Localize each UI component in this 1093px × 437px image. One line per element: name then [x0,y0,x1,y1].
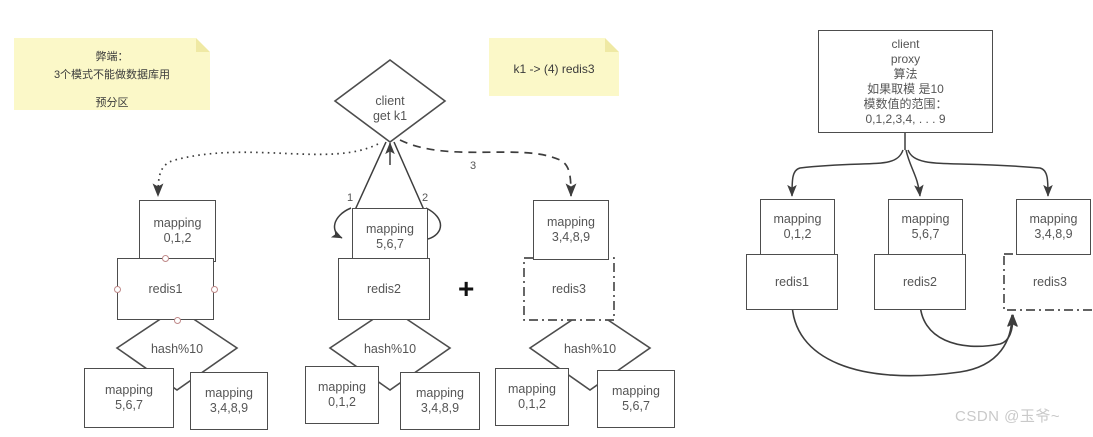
mapping-box-left-redis1[interactable]: mapping 5,6,7 [84,368,174,428]
redis1-to-redis3 [791,300,1018,377]
mapping-line2: 5,6,7 [115,398,143,412]
hook-left-mapping2 [330,207,352,239]
redis3-label: redis3 [551,281,587,296]
connection-handle-right[interactable] [211,286,218,293]
mapping-line2: 0,1,2 [163,231,192,245]
mapping-line1: mapping [366,222,414,236]
mapping-line1: mapping [153,216,202,230]
edge-label-1: 1 [347,192,354,204]
client-get-k1-node[interactable]: client get k1 [335,60,445,142]
mapping-box-left-redis3[interactable]: mapping 0,1,2 [495,368,569,426]
mapping-line2: 3,4,8,9 [551,230,591,244]
right-redis2-box[interactable]: redis2 [874,254,966,310]
hash-label: hash%10 [563,341,617,356]
hook-right-mapping2 [425,207,442,240]
proxy-line1: client [891,36,920,51]
mapping-line2: 3,4,8,9 [209,401,249,415]
proxy-line2: proxy [890,51,921,66]
mapping-box-right-redis1[interactable]: mapping 3,4,8,9 [190,372,268,430]
edge-solid-1 [354,141,387,211]
mapping-line1: mapping [508,382,556,396]
mapping-line1: mapping [901,212,950,226]
proxy-line5: 模数值的范围： [863,96,948,111]
mapping-line2: 5,6,7 [911,227,940,241]
mapping-line1: mapping [547,215,595,229]
sticky-note-drawback[interactable]: 弊端： 3个模式不能做数据库用 预分区 [14,38,210,110]
proxy-line3: 算法 [893,66,918,81]
note-drawback-line2: 3个模式不能做数据库用 [53,69,171,81]
mapping-line2: 5,6,7 [622,399,650,413]
connection-handle-left[interactable] [114,286,121,293]
edge-label-2: 2 [422,192,429,204]
mapping-box-top-redis2[interactable]: mapping 5,6,7 [352,208,428,266]
proxy-to-node1 [787,149,904,197]
note-spacer [14,84,210,94]
mapping-box-left-redis2[interactable]: mapping 0,1,2 [305,366,379,424]
mapping-box-right-redis2[interactable]: mapping 3,4,8,9 [400,372,480,430]
mapping-line1: mapping [1029,212,1078,226]
mapping-line1: mapping [416,386,464,400]
hash-node-redis2[interactable]: hash%10 [330,308,450,390]
edge-label-3: 3 [470,160,477,172]
csdn-watermark: CSDN @玉爷~ [955,408,1061,425]
note-drawback-line3: 预分区 [95,97,129,109]
hash-label: hash%10 [150,341,204,356]
client-node-line1: client [375,93,405,108]
note-drawback-line1: 弊端： [95,51,129,63]
plus-sign: + [458,273,475,304]
note-key-line1: k1 -> (4) redis3 [513,62,595,76]
proxy-to-node2 [905,149,924,197]
note-fold-icon [196,38,210,52]
redis2-box[interactable]: redis2 [338,258,430,320]
mapping-line2: 3,4,8,9 [1034,227,1073,241]
redis2-label: redis2 [366,281,402,296]
mapping-line1: mapping [773,212,822,226]
edge-dashed-3 [399,139,577,198]
mapping-line2: 0,1,2 [518,397,546,411]
proxy-line4: 如果取模 是10 [867,81,944,96]
connection-handle-bottom[interactable] [174,317,181,324]
edge-dotted-to-redis1 [152,143,379,198]
right-mapping-box-redis3[interactable]: mapping 3,4,8,9 [1016,199,1091,255]
note-fold-icon [605,38,619,52]
redis1-label: redis1 [774,274,810,289]
proxy-line6: 0,1,2,3,4, . . . 9 [865,111,946,126]
right-redis3-box[interactable]: redis3 [1004,254,1093,310]
redis1-box[interactable]: redis1 [117,258,214,320]
proxy-to-node3 [907,149,1053,197]
edge-solid-2 [393,141,425,211]
redis3-box[interactable]: redis3 [524,258,614,320]
right-mapping-box-redis1[interactable]: mapping 0,1,2 [760,199,835,255]
mapping-box-right-redis3[interactable]: mapping 5,6,7 [597,370,675,428]
mapping-line1: mapping [612,384,660,398]
redis3-label: redis3 [1032,274,1068,289]
mapping-line2: 0,1,2 [328,395,356,409]
client-node-text: client get k1 [373,79,407,124]
redis2-label: redis2 [902,274,938,289]
client-proxy-box[interactable]: client proxy 算法 如果取模 是10 模数值的范围： 0,1,2,3… [818,30,993,133]
mapping-line1: mapping [205,386,253,400]
mapping-box-top-redis1[interactable]: mapping 0,1,2 [139,200,216,262]
sticky-note-key[interactable]: k1 -> (4) redis3 [489,38,619,96]
right-mapping-box-redis2[interactable]: mapping 5,6,7 [888,199,963,255]
connection-handle-top[interactable] [162,255,169,262]
mapping-line1: mapping [105,383,153,397]
mapping-line1: mapping [318,380,366,394]
mapping-box-top-redis3[interactable]: mapping 3,4,8,9 [533,200,609,260]
client-node-line2: get k1 [372,108,408,123]
mapping-line2: 0,1,2 [783,227,812,241]
mapping-line2: 5,6,7 [376,237,404,251]
right-redis1-box[interactable]: redis1 [746,254,838,310]
mapping-line2: 3,4,8,9 [420,401,460,415]
hash-node-redis3[interactable]: hash%10 [530,308,650,390]
hash-label: hash%10 [363,341,417,356]
redis1-label: redis1 [148,281,183,296]
